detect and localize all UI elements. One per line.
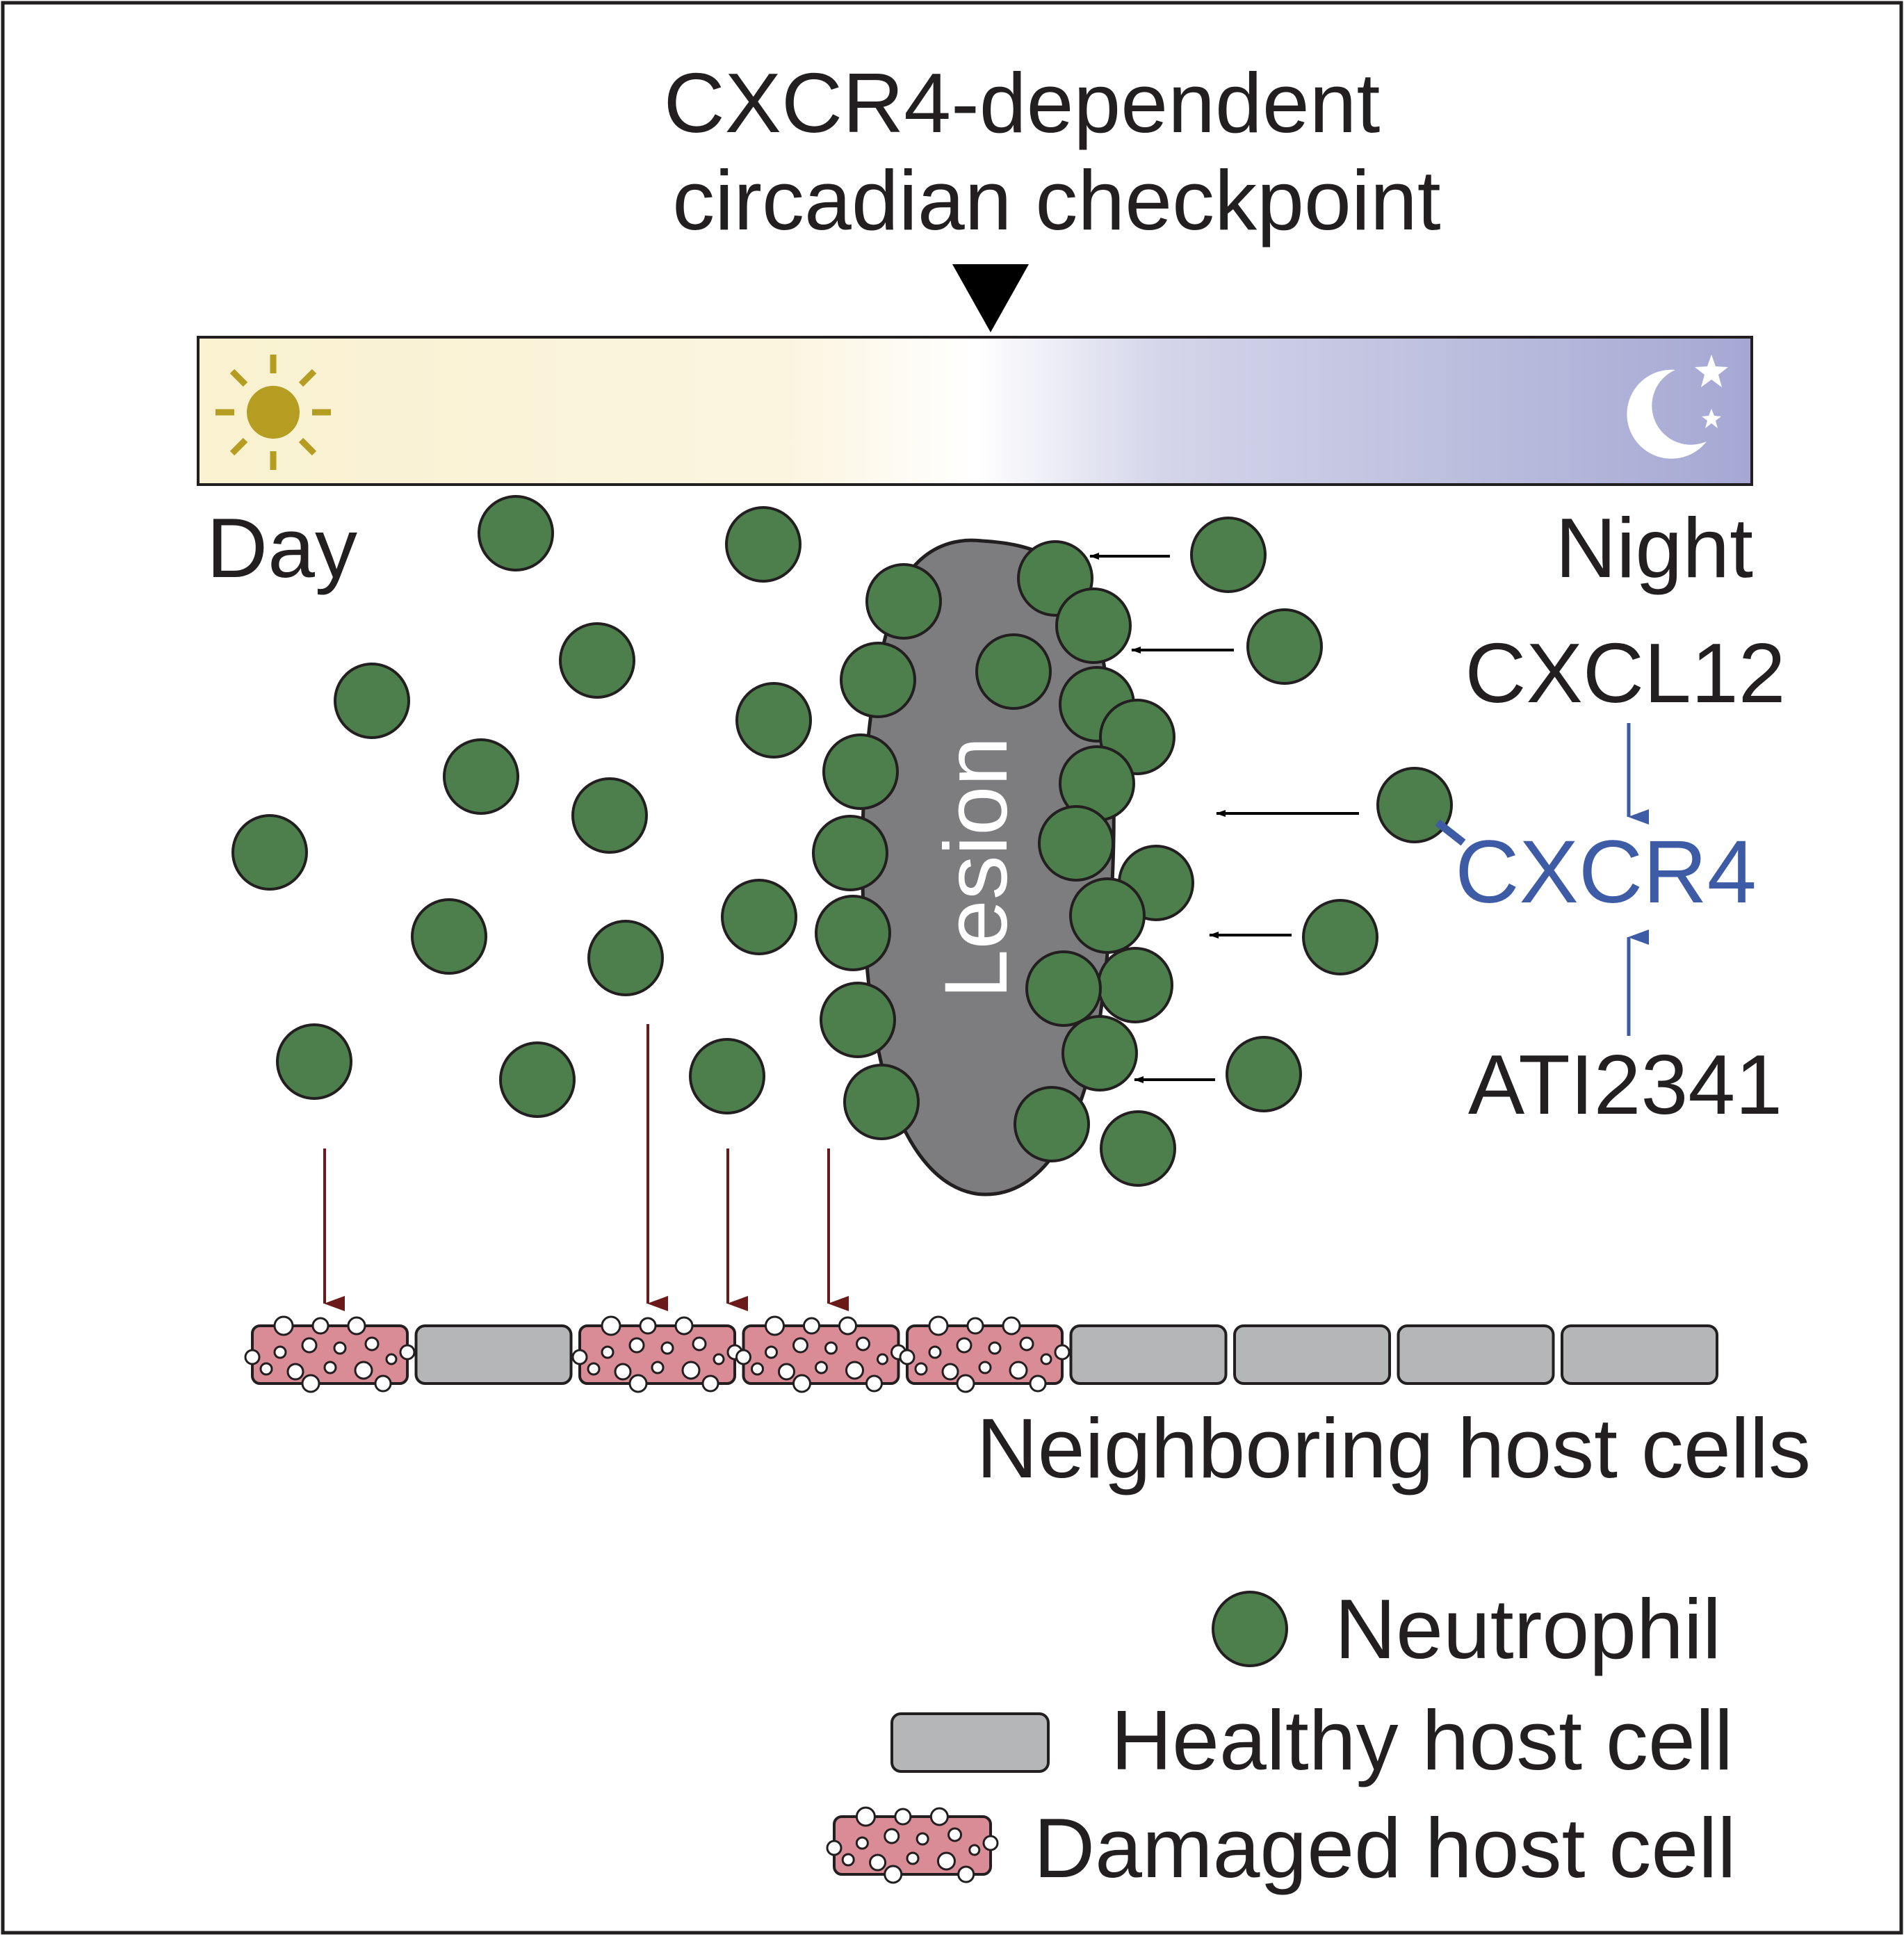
neutrophil xyxy=(812,815,888,891)
legend-healthy-swatch xyxy=(890,1712,1050,1773)
neutrophil xyxy=(843,1064,920,1140)
neutrophil xyxy=(478,495,554,571)
neutrophil xyxy=(689,1038,765,1114)
damaged-host-cell xyxy=(571,1315,743,1393)
lesion-label: Lesion xyxy=(927,736,1026,998)
neutrophil xyxy=(499,1041,576,1118)
neighboring-host-cells-label: Neighboring host cells xyxy=(977,1401,1811,1495)
neutrophil xyxy=(1055,587,1132,664)
neutrophil xyxy=(1226,1036,1302,1112)
neutrophil xyxy=(1038,805,1114,882)
legend-healthy-label: Healthy host cell xyxy=(1111,1693,1733,1787)
day-label: Day xyxy=(206,501,357,595)
damaged-host-cell xyxy=(735,1315,906,1393)
sun-icon xyxy=(215,355,331,470)
neutrophil xyxy=(571,777,648,854)
neutrophil xyxy=(231,814,308,891)
damaged-host-cell xyxy=(899,1315,1071,1393)
cxcr4-label: CXCR4 xyxy=(1455,822,1757,922)
neutrophil xyxy=(735,682,812,758)
neutrophil xyxy=(822,733,899,810)
day-night-bar xyxy=(197,336,1753,486)
neutrophil xyxy=(559,622,635,699)
neutrophil xyxy=(334,663,410,739)
healthy-host-cell xyxy=(414,1324,573,1385)
neutrophil xyxy=(1302,899,1378,975)
star-icon-small xyxy=(1702,409,1721,428)
healthy-host-cell xyxy=(1561,1324,1718,1385)
healthy-host-cell xyxy=(1397,1324,1555,1385)
neutrophil xyxy=(1100,1110,1176,1187)
neutrophil xyxy=(1246,608,1323,685)
cxcl12-label: CXCL12 xyxy=(1465,626,1785,720)
legend-neutrophil-label: Neutrophil xyxy=(1335,1582,1721,1676)
damaged-host-cell xyxy=(244,1315,416,1393)
neutrophil xyxy=(411,898,487,975)
neutrophil xyxy=(975,633,1052,710)
neutrophil xyxy=(725,506,802,583)
night-label: Night xyxy=(1555,501,1753,595)
legend-damaged-label: Damaged host cell xyxy=(1034,1801,1736,1895)
neutrophil xyxy=(1069,877,1146,954)
healthy-host-cell xyxy=(1233,1324,1391,1385)
neutrophil xyxy=(721,879,797,955)
neutrophil xyxy=(1097,947,1173,1023)
star-icon xyxy=(1695,355,1728,387)
checkpoint-marker xyxy=(952,264,1029,332)
title-line-2: circadian checkpoint xyxy=(672,153,1440,248)
ati2341-label: ATI2341 xyxy=(1468,1037,1782,1132)
neutrophil xyxy=(276,1023,352,1100)
neutrophil xyxy=(1025,950,1102,1027)
legend-neutrophil-swatch xyxy=(1212,1591,1288,1667)
title-line-1: CXCR4-dependent xyxy=(664,56,1381,150)
neutrophil xyxy=(443,738,519,815)
neutrophil xyxy=(820,982,896,1058)
healthy-host-cell xyxy=(1069,1324,1228,1385)
moon-icon xyxy=(1627,369,1707,459)
neutrophil xyxy=(865,563,942,640)
neutrophil xyxy=(840,642,916,718)
neutrophil xyxy=(1190,517,1267,593)
legend-damaged-swatch xyxy=(826,1806,999,1884)
neutrophil xyxy=(815,895,891,971)
neutrophil xyxy=(587,920,664,996)
legend: Neutrophil Healthy host cell Damaged hos… xyxy=(826,1582,1736,1895)
cxcr4-receptor xyxy=(1435,819,1466,846)
neutrophil xyxy=(1061,1015,1138,1092)
neutrophil xyxy=(1376,767,1453,843)
host-cell-row xyxy=(244,1315,1718,1393)
neutrophil xyxy=(1014,1086,1090,1162)
